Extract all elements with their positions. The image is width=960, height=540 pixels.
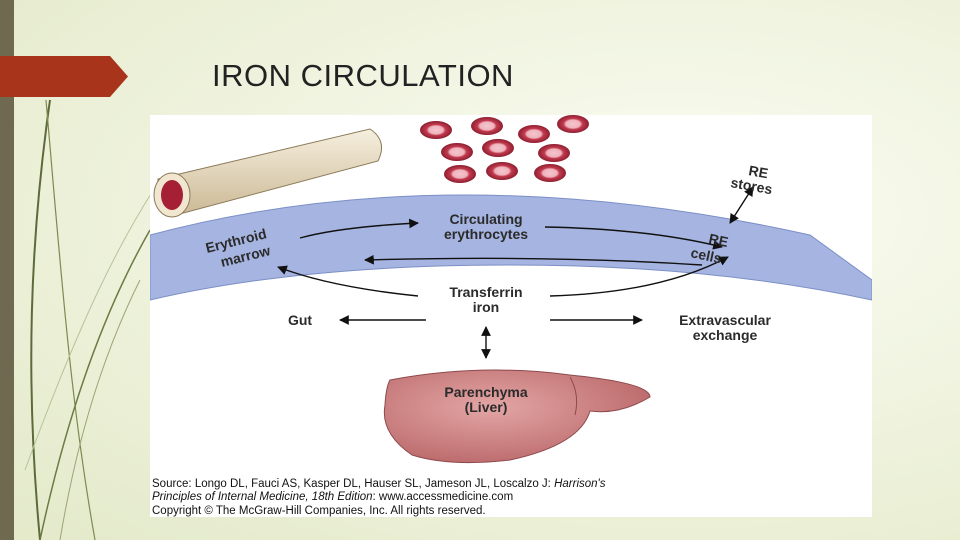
circulation-band <box>150 194 872 301</box>
label-re-stores-1: RE <box>747 162 769 181</box>
source-line-1-italic: Harrison's <box>554 478 606 490</box>
source-line-2-suffix: : www.accessmedicine.com <box>373 491 514 503</box>
iron-circulation-figure: RE stores Erythroid marrow Circulating e… <box>150 115 872 517</box>
label-circulating-2: erythrocytes <box>444 226 528 242</box>
bone-marrow-illustration <box>153 128 383 218</box>
decorative-swoosh <box>24 99 161 540</box>
diagram-canvas: RE stores Erythroid marrow Circulating e… <box>150 115 872 517</box>
label-transferrin-2: iron <box>473 299 499 315</box>
label-parenchyma-1: Parenchyma <box>444 384 527 400</box>
red-blood-cells <box>420 115 589 183</box>
source-line-1: Source: Longo DL, Fauci AS, Kasper DL, H… <box>152 478 606 490</box>
label-re-stores-2: stores <box>729 174 773 197</box>
liver-illustration <box>383 369 651 464</box>
title-tab-arrow <box>0 56 128 97</box>
label-circulating-1: Circulating <box>449 211 522 227</box>
flow-arrows <box>277 186 754 359</box>
source-line-2-italic: Principles of Internal Medicine, 18th Ed… <box>152 491 373 503</box>
label-re-cells-1: RE <box>707 230 729 250</box>
source-line-1-prefix: Source: Longo DL, Fauci AS, Kasper DL, H… <box>152 478 554 490</box>
label-extravascular-2: exchange <box>693 327 758 343</box>
label-re-cells-2: cells <box>689 244 723 266</box>
label-transferrin-1: Transferrin <box>449 284 522 300</box>
source-line-2: Principles of Internal Medicine, 18th Ed… <box>152 491 513 503</box>
label-extravascular-1: Extravascular <box>679 312 771 328</box>
sidebar-bar <box>0 0 14 540</box>
page-title: IRON CIRCULATION <box>212 58 514 93</box>
label-parenchyma-2: (Liver) <box>465 399 508 415</box>
source-line-3: Copyright © The McGraw-Hill Companies, I… <box>152 505 486 517</box>
label-gut: Gut <box>288 312 312 328</box>
